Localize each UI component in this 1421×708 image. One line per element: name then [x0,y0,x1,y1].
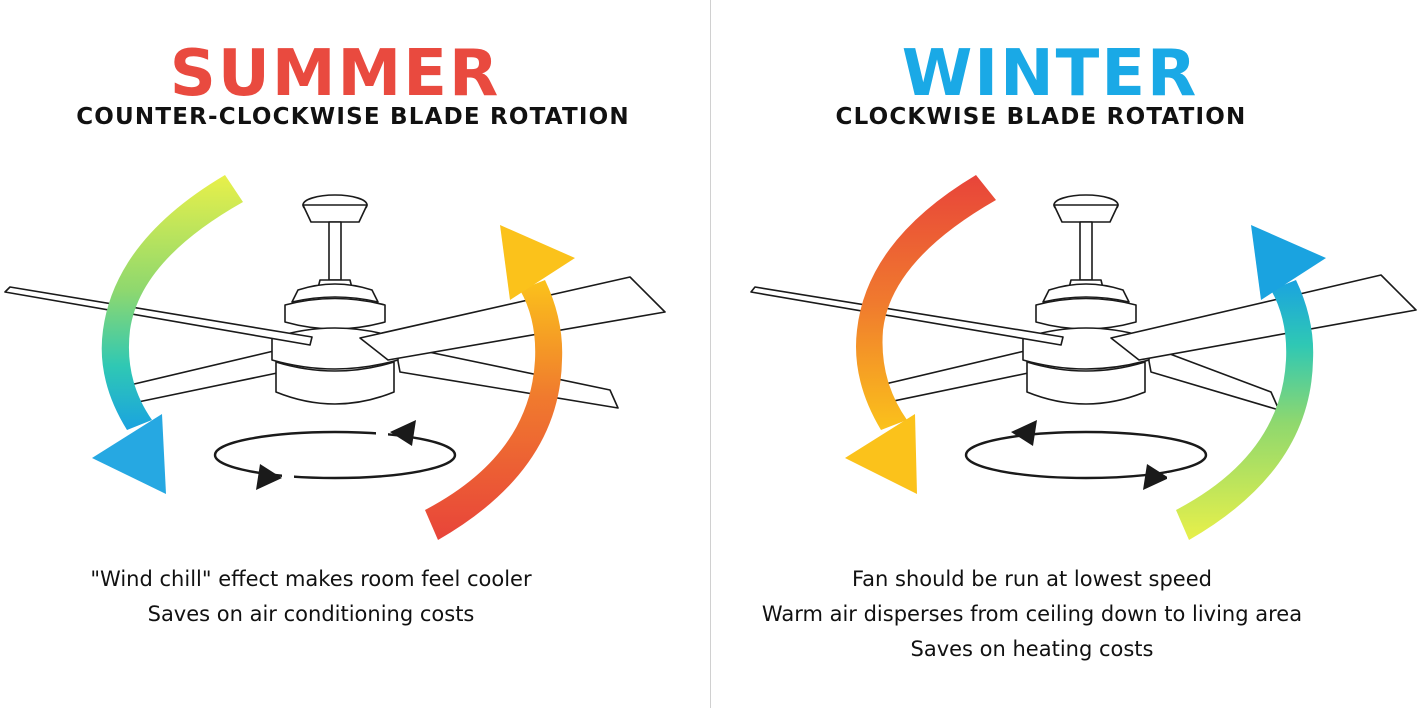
winter-panel: WINTER CLOCKWISE BLADE ROTATION [711,0,1421,708]
curved-arrow-up-icon [425,225,575,540]
winter-illustration [750,175,1417,540]
summer-note: Saves on air conditioning costs [147,602,475,626]
summer-notes: "Wind chill" effect makes room feel cool… [0,562,666,632]
curved-arrow-down-icon [845,175,996,494]
summer-note: "Wind chill" effect makes room feel cool… [90,567,532,591]
clockwise-rotation-icon [964,420,1208,490]
summer-subtitle: COUNTER-CLOCKWISE BLADE ROTATION [76,104,630,130]
summer-title: SUMMER [169,37,501,111]
curved-arrow-down-icon [92,175,243,494]
winter-note: Saves on heating costs [910,637,1154,661]
summer-panel: SUMMER COUNTER-CLOCKWISE BLADE ROTATION [0,0,710,708]
winter-notes: Fan should be run at lowest speed Warm a… [677,562,1387,667]
winter-note: Fan should be run at lowest speed [852,567,1212,591]
winter-note: Warm air disperses from ceiling down to … [761,602,1303,626]
winter-title: WINTER [901,37,1199,111]
curved-arrow-up-icon [1176,225,1326,540]
ceiling-fan-icon [4,194,666,409]
panel-divider [710,0,711,708]
counter-clockwise-rotation-icon [213,420,457,490]
winter-subtitle: CLOCKWISE BLADE ROTATION [835,104,1247,130]
summer-illustration [4,175,666,540]
ceiling-fan-icon [750,194,1417,411]
